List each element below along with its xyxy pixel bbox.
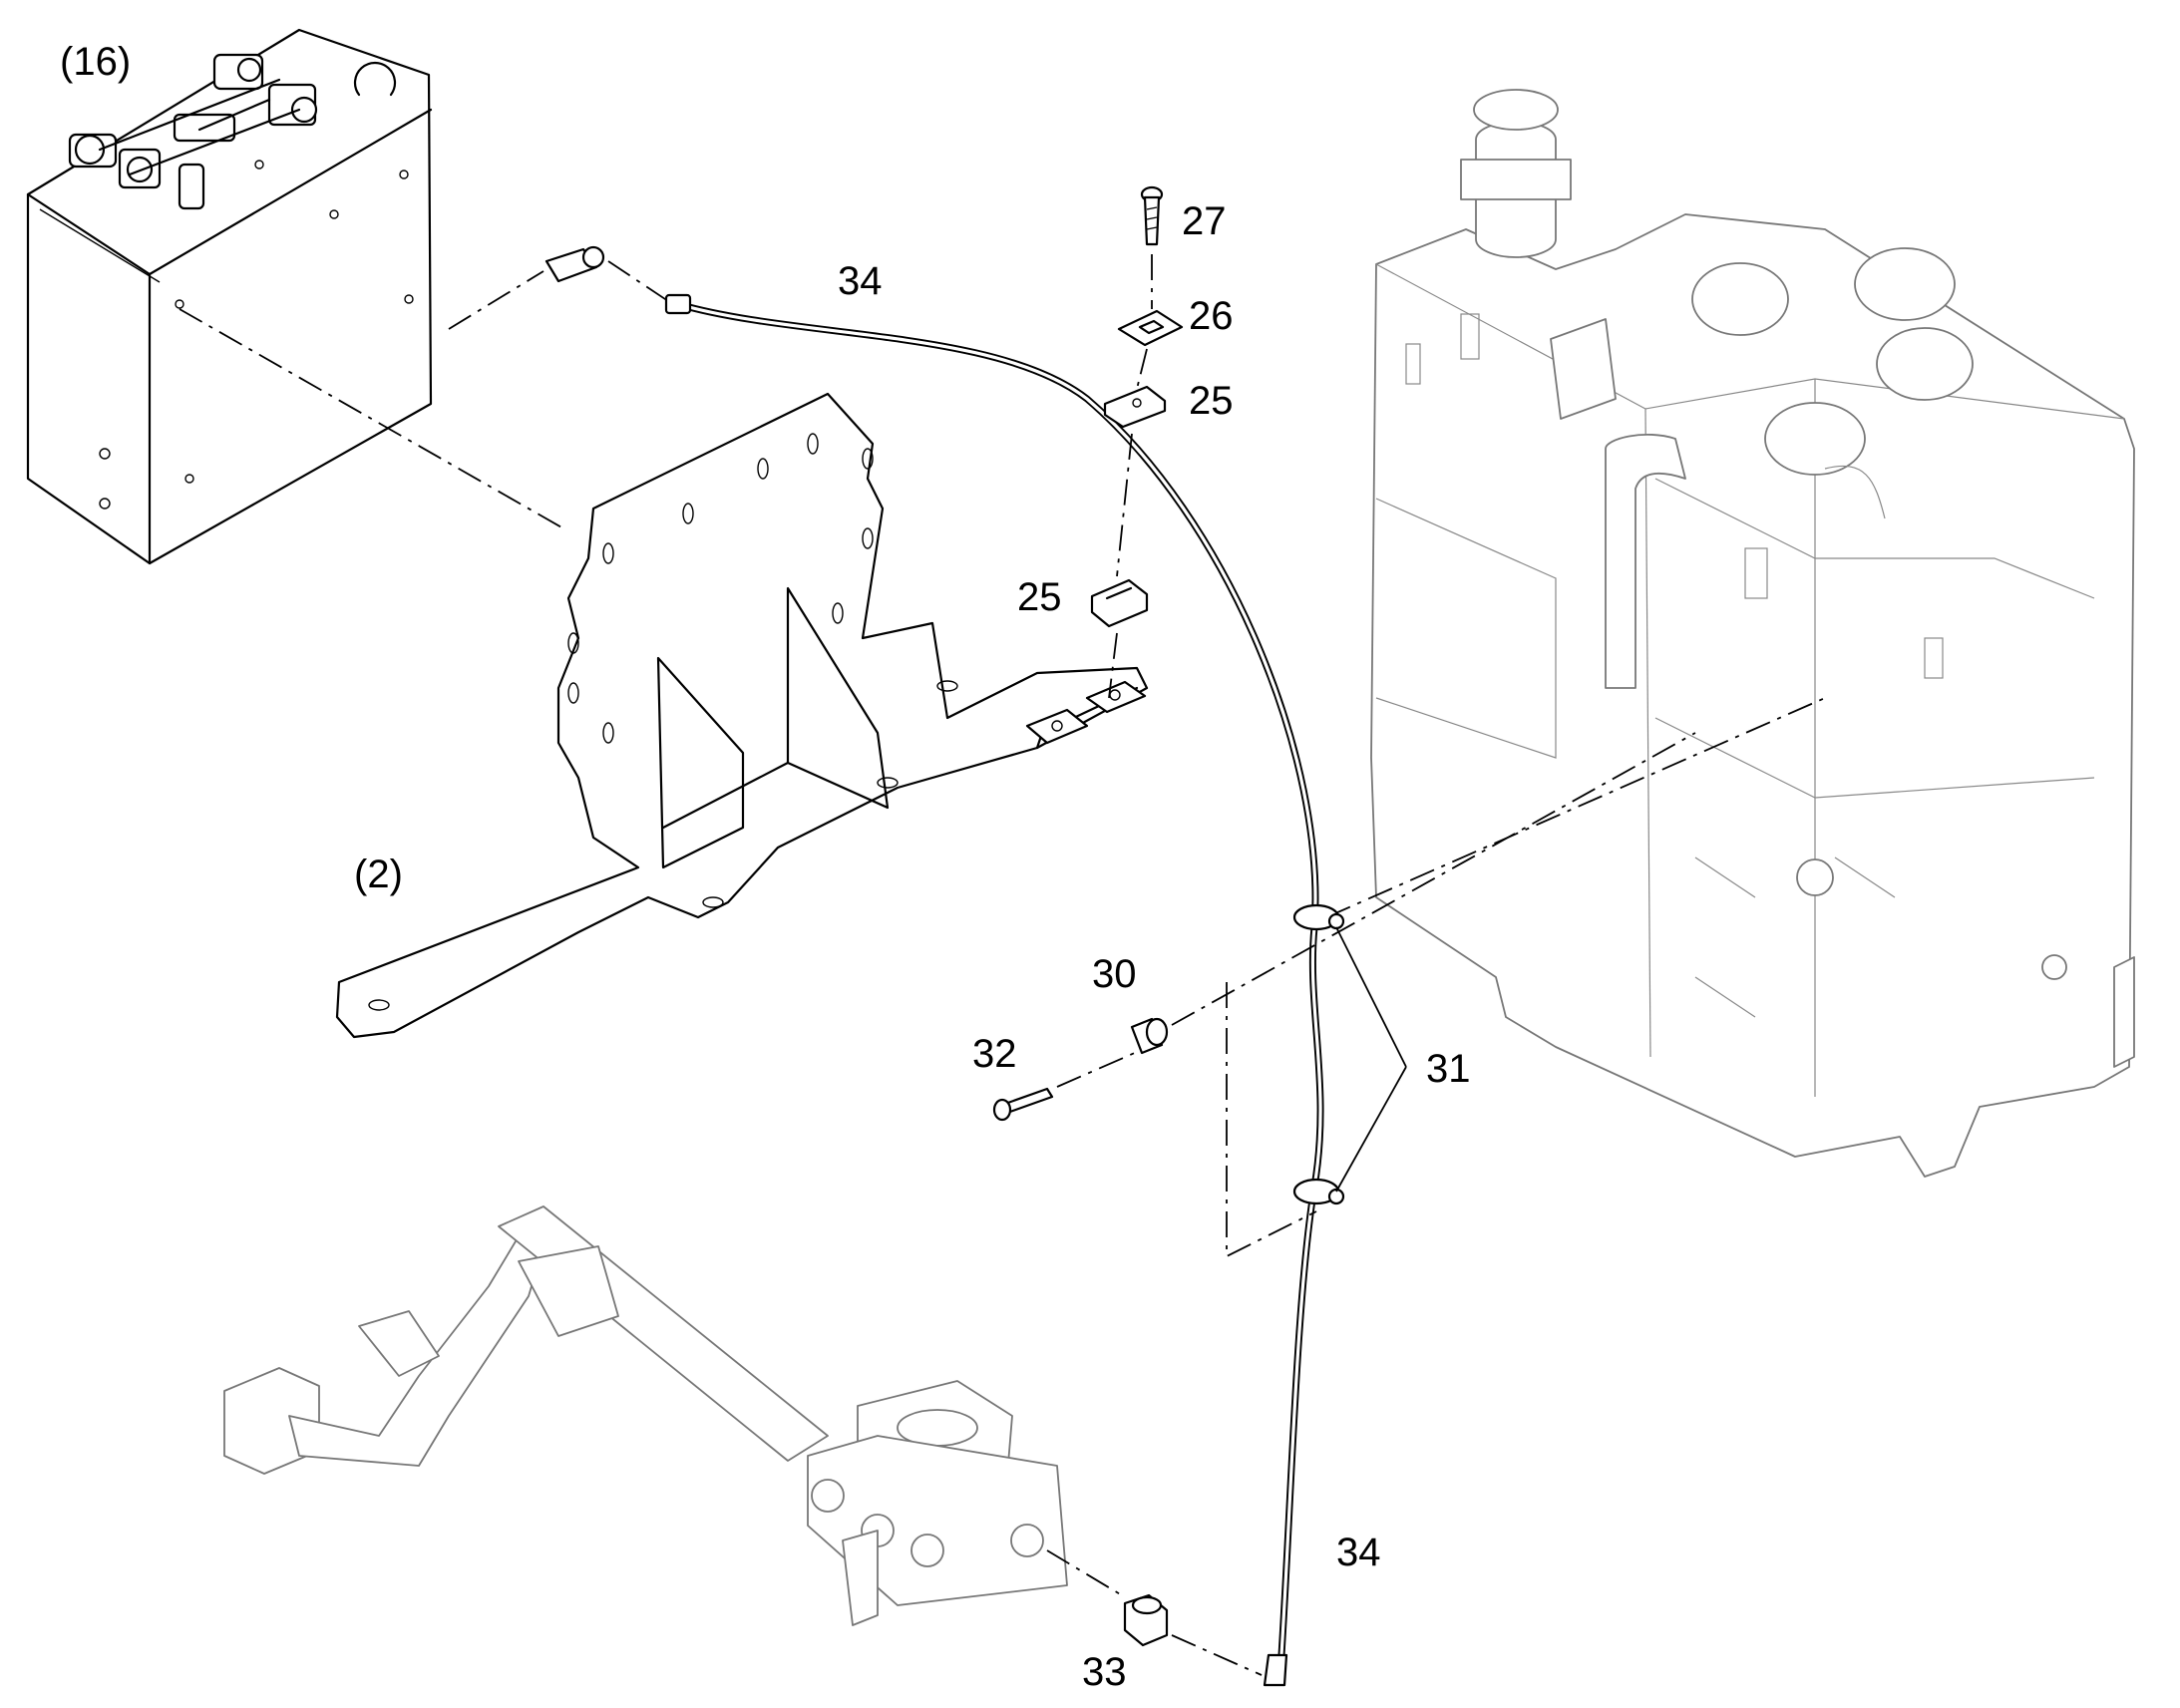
leader-bolt-spacer bbox=[1056, 1051, 1138, 1088]
bolt-32 bbox=[992, 1087, 1054, 1122]
leader-fitting-33 bbox=[1046, 1549, 1263, 1676]
spacer-30 bbox=[1130, 1017, 1169, 1055]
callout-33: 33 bbox=[1082, 1650, 1127, 1694]
hose-clamp-31-upper bbox=[1292, 903, 1345, 931]
callout-27: 27 bbox=[1182, 199, 1227, 243]
callout-34-bottom: 34 bbox=[1336, 1531, 1381, 1574]
leader-fitting-to-hose bbox=[607, 260, 669, 302]
callout-30: 30 bbox=[1092, 952, 1137, 996]
bolt-27 bbox=[1140, 185, 1164, 246]
clamp-half-25-lower bbox=[1090, 578, 1149, 628]
callout-34-top: 34 bbox=[838, 259, 883, 303]
hose-clamp-31-lower bbox=[1292, 1178, 1345, 1205]
callout-32: 32 bbox=[972, 1032, 1017, 1076]
callout-25-upper: 25 bbox=[1189, 379, 1234, 423]
plate-26 bbox=[1117, 309, 1184, 347]
leader-spacer-frame bbox=[1171, 732, 1696, 1026]
callout-31: 31 bbox=[1426, 1047, 1471, 1091]
elbow-fitting bbox=[545, 245, 605, 283]
fitting-33 bbox=[1123, 1593, 1169, 1647]
callout-26: 26 bbox=[1189, 294, 1234, 338]
clamp-half-25-upper bbox=[1103, 385, 1167, 429]
callout-16: (16) bbox=[60, 40, 131, 84]
hose-34 bbox=[664, 293, 1324, 1687]
tank-frame bbox=[1370, 89, 2135, 1178]
lower-manifold bbox=[223, 1205, 1068, 1626]
callout-2: (2) bbox=[354, 853, 403, 896]
leader-clamp-stack bbox=[1108, 254, 1153, 699]
leader-fitting-to-block bbox=[448, 270, 545, 330]
leader-block-to-bracket bbox=[179, 308, 564, 529]
mounting-bracket bbox=[335, 392, 1149, 1039]
pointer-31 bbox=[1335, 926, 1407, 1193]
callout-25-lower: 25 bbox=[1017, 575, 1062, 619]
leader-clamp-box bbox=[1226, 982, 1317, 1258]
valve-block-assembly bbox=[26, 28, 433, 565]
